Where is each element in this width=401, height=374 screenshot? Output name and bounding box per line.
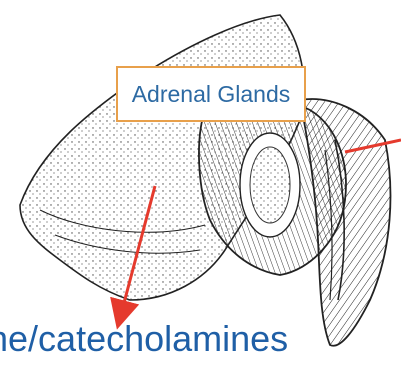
title-text: Adrenal Glands [132, 81, 291, 108]
catecholamines-label: ne/catecholamines [0, 318, 288, 360]
title-callout: Adrenal Glands [116, 66, 306, 122]
